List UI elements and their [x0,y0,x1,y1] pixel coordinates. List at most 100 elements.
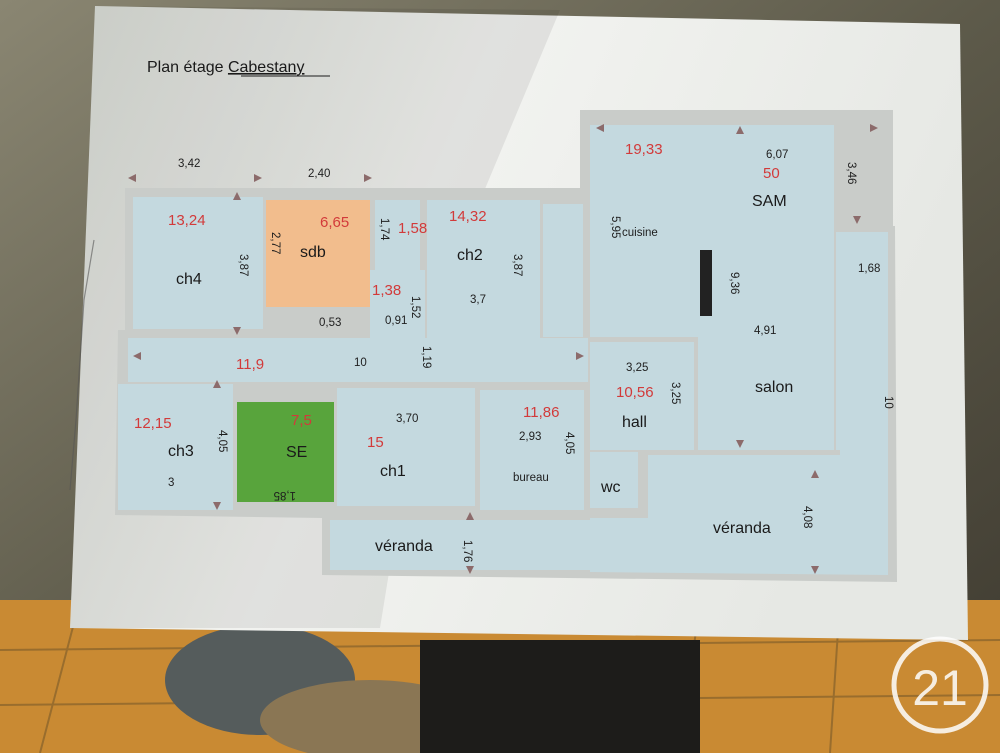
arrow-11 [213,380,221,388]
chimney [700,250,712,316]
dim-ch1-width: 3,70 [396,413,418,425]
name-ch4: ch4 [176,271,202,288]
arrow-6 [596,124,604,132]
room-sdb [266,200,370,307]
dim-couloir-length: 10 [354,357,367,369]
arrow-9 [133,352,141,360]
dimension-arrows [128,124,878,574]
area-ch3: 12,15 [134,415,172,432]
arrow-10 [576,352,584,360]
name-cuisine: cuisine [622,227,658,239]
arrow-18 [736,126,744,134]
arrow-17 [736,440,744,448]
area-cuisine: 19,33 [625,141,663,158]
name-veranda-left: véranda [375,538,433,555]
dark-cloth [420,640,700,753]
arrow-14 [466,566,474,574]
dim-total-length: 10 [882,396,894,409]
dim-sdb-height: 2,77 [269,232,281,254]
area-couloir: 11,9 [236,356,264,373]
arrow-3 [364,174,372,182]
watermark-text: 21 [912,660,968,716]
dim-small-height: 1,74 [378,218,390,241]
arrow-8 [853,216,861,224]
name-salon: salon [755,379,793,396]
dim-couloir-width: 1,19 [420,346,432,368]
room-veranda-left [330,520,590,570]
room-ch2 [427,200,540,338]
dim-salon-width: 4,91 [754,325,776,337]
dim-bureau-width: 2,93 [519,431,541,443]
area-ch2: 14,32 [449,208,487,225]
dim-bureau-depth: 4,05 [563,432,575,454]
watermark-ring [891,636,989,734]
area-ch4: 13,24 [168,212,206,229]
paper-edge-lines [69,239,95,491]
name-bureau: bureau [513,472,549,484]
dim-hall-depth: 3,25 [669,382,681,404]
room-ch3 [118,384,233,510]
dim-cuisine-depth: 5,95 [609,216,621,238]
arrow-15 [811,470,819,478]
arrow-16 [811,566,819,574]
area-se: 7,5 [291,412,312,429]
area-bureau: 11,86 [523,404,559,421]
name-ch2: ch2 [457,247,483,264]
rooms [118,125,888,575]
room-side [836,232,888,450]
dim-ch2-width: 3,7 [470,294,486,306]
arrow-12 [213,502,221,510]
room-names: ch4 sdb ch2 cuisine SAM salon hall ch3 S… [168,193,793,555]
dim-ch4-height: 3,87 [237,254,249,276]
name-sdb: sdb [300,244,326,261]
arrow-5 [233,327,241,335]
arrow-2 [254,174,262,182]
area-hall: 10,56 [616,384,654,401]
name-sam: SAM [752,193,787,210]
dim-sam-depth: 3,46 [845,162,857,184]
area-ch1: 15 [367,434,384,451]
room-small-wc [375,200,420,270]
room-veranda-right [590,450,888,575]
room-bureau [480,390,584,510]
arrow-4 [233,192,241,200]
room-cuisine [590,125,698,337]
room-placard [543,204,583,337]
room-palier [370,270,425,338]
room-ch1 [337,388,475,506]
dim-se-width: 1,85 [274,489,296,501]
room-se [237,402,334,502]
area-palier: 1,38 [372,282,401,299]
dim-palier-height: 1,52 [409,296,421,318]
name-veranda-right: véranda [713,520,771,537]
arrow-13 [466,512,474,520]
name-ch1: ch1 [380,463,406,480]
dim-top-mid: 2,40 [308,168,330,180]
dim-veranda-left-depth: 1,76 [461,540,473,562]
name-wc: wc [600,479,621,496]
arrow-7 [870,124,878,132]
dim-ch2-height: 3,87 [511,254,523,276]
room-wc [590,452,638,508]
area-sam: 50 [763,165,780,182]
name-hall: hall [622,414,647,431]
room-couloir [128,338,588,382]
room-sam-salon [698,125,834,450]
century21-watermark: 21 [891,636,989,734]
name-se: SE [286,444,307,461]
dim-passage-2: 0,91 [385,315,407,327]
dim-salon-depth: 9,36 [728,272,740,294]
dim-passage-1: 0,53 [319,317,341,329]
dim-veranda-right-depth: 4,08 [801,506,813,528]
dim-side-width: 1,68 [858,263,880,275]
dim-top-left: 3,42 [178,158,200,170]
room-areas: 13,24 6,65 1,58 14,32 19,33 50 1,38 11,9… [134,141,780,451]
dim-ch3-width: 3 [168,477,174,489]
dim-sam-width: 6,07 [766,149,788,161]
area-small-wc: 1,58 [398,220,427,237]
name-ch3: ch3 [168,443,194,460]
dim-hall-width: 3,25 [626,362,648,374]
dimension-labels: 3,42 2,40 3,87 2,77 1,74 3,87 3,7 0,53 0… [168,149,894,562]
arrow-1 [128,174,136,182]
